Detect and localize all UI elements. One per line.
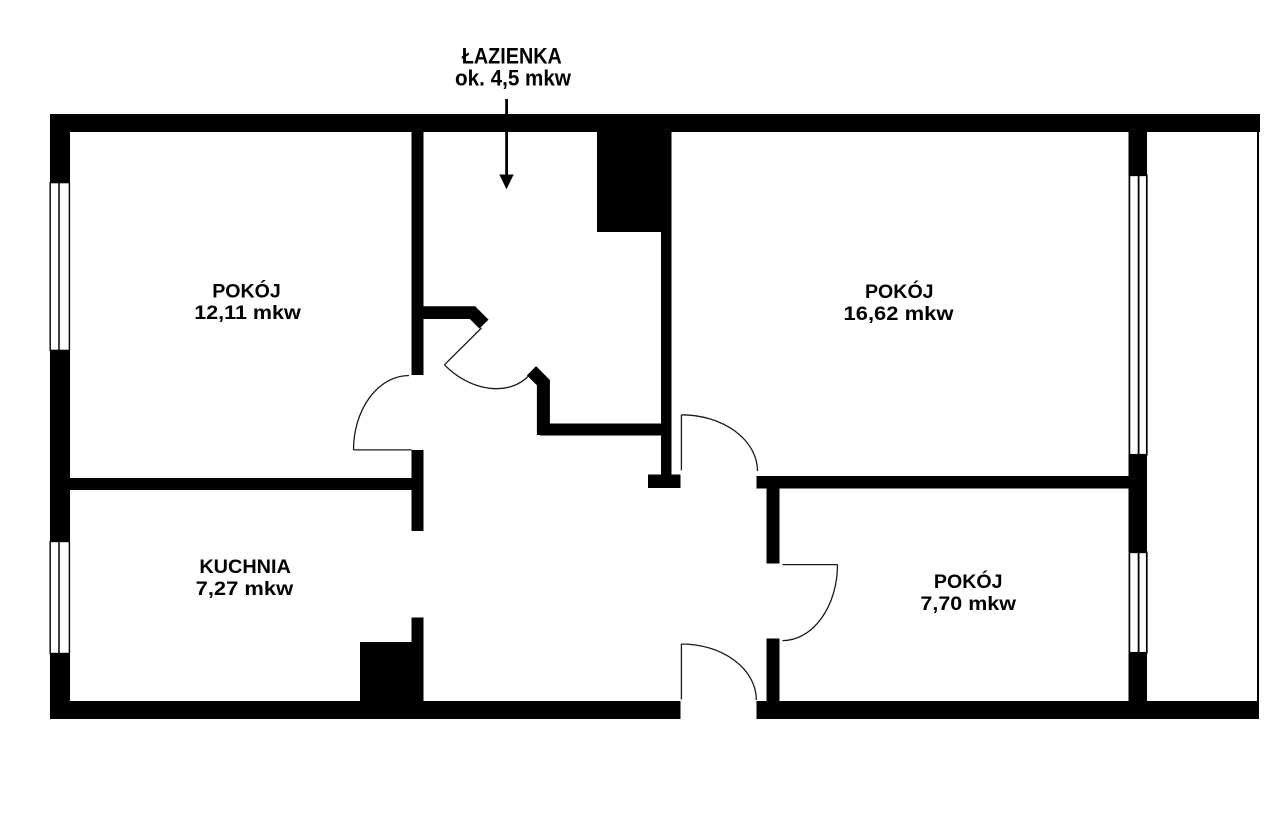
svg-text:ŁAZIENKA: ŁAZIENKA bbox=[462, 44, 562, 69]
svg-text:7,27 mkw: 7,27 mkw bbox=[196, 578, 294, 600]
svg-text:16,62 mkw: 16,62 mkw bbox=[844, 303, 955, 325]
svg-text:KUCHNIA: KUCHNIA bbox=[199, 556, 291, 578]
svg-text:7,70 mkw: 7,70 mkw bbox=[920, 593, 1016, 615]
svg-text:POKÓJ: POKÓJ bbox=[865, 279, 934, 303]
svg-text:POKÓJ: POKÓJ bbox=[212, 278, 281, 302]
svg-text:ok. 4,5 mkw: ok. 4,5 mkw bbox=[455, 66, 571, 91]
svg-text:12,11 mkw: 12,11 mkw bbox=[194, 302, 301, 324]
svg-text:POKÓJ: POKÓJ bbox=[934, 569, 1003, 593]
